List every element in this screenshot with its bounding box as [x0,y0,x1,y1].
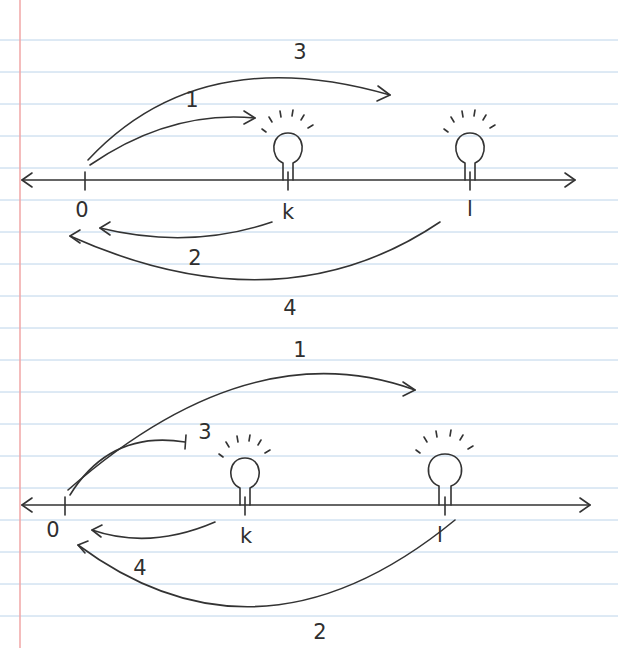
arc-or-point-label: 2 [188,248,201,269]
margin-line [19,0,21,648]
arc-or-point-label: 4 [133,558,146,579]
arc-or-point-label: k [282,202,294,223]
arc-or-point-label: 2 [313,622,326,643]
arc-or-point-label: 1 [185,90,198,111]
arc-or-point-label: l [437,525,443,546]
arc-or-point-label: 3 [198,422,211,443]
arc-or-point-label: k [240,526,252,547]
ruled-lines [0,40,618,616]
arc-or-point-label: 0 [46,520,59,541]
diagram-ink [22,78,590,607]
arc-or-point-label: 3 [293,42,306,63]
arc-or-point-label: 1 [293,340,306,361]
arc-or-point-label: l [467,199,473,220]
arc-or-point-label: 4 [283,298,296,319]
arc-or-point-label: 0 [75,200,88,221]
